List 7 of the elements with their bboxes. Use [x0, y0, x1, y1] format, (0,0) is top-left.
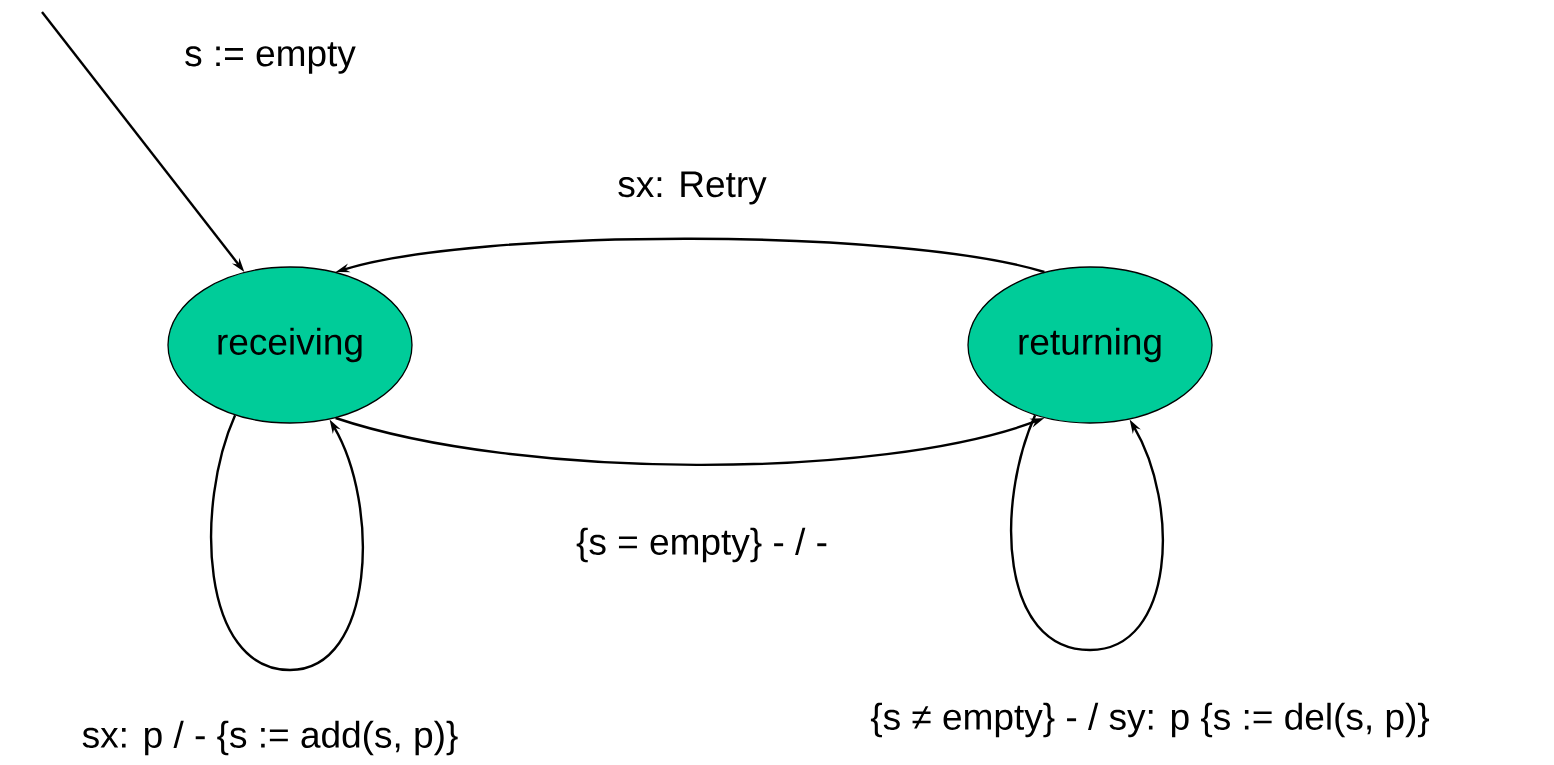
- edge-label: sx: Retry: [615, 169, 769, 207]
- arrow: [1010, 414, 1164, 652]
- edge-label: s := empty: [182, 40, 358, 76]
- edge-label: {s = empty} - / -: [574, 525, 830, 565]
- edge-label: sx: p / - {s := add(s, p)}: [79, 718, 461, 758]
- edge-label: {s ≠ empty} - / sy: p {s := del(s, p)}: [868, 700, 1432, 740]
- arrow: [210, 414, 364, 672]
